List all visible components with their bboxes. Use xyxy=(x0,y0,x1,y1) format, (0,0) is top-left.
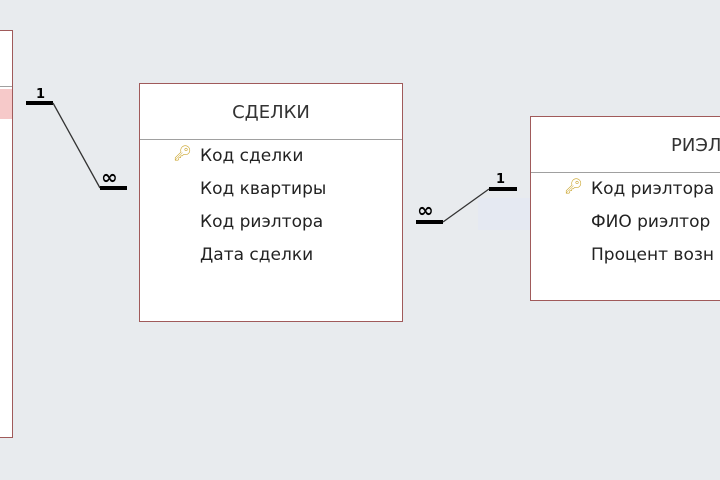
selected-row[interactable] xyxy=(0,89,12,119)
field-row[interactable]: Код квартиры xyxy=(200,179,327,199)
field-row[interactable]: Код сделки xyxy=(200,146,304,166)
primary-key-icon: 🔑︎ xyxy=(564,177,584,195)
primary-key-icon: 🔑︎ xyxy=(173,144,193,162)
table-title[interactable]: СДЕЛКИ xyxy=(140,84,402,140)
relation-line-1[interactable] xyxy=(26,101,127,190)
field-row[interactable]: Процент возн xyxy=(591,245,715,265)
field-row[interactable]: Код риэлтора xyxy=(591,179,715,199)
left-table[interactable] xyxy=(0,30,13,438)
field-row[interactable]: ФИО риэлтор xyxy=(591,212,711,232)
table-rieltory[interactable]: РИЭЛ 🔑︎ Код риэлтора ФИО риэлтор Процент… xyxy=(530,116,720,301)
table-title[interactable]: РИЭЛ xyxy=(531,117,720,173)
many-label: ∞ xyxy=(101,165,118,189)
table-sdelki[interactable]: СДЕЛКИ 🔑︎ Код сделки Код квартиры Код ри… xyxy=(139,83,403,322)
many-label: ∞ xyxy=(417,198,434,222)
one-label: 1 xyxy=(36,87,45,102)
relation-line-2[interactable] xyxy=(416,187,517,224)
one-label: 1 xyxy=(496,172,505,187)
field-row[interactable]: Код риэлтора xyxy=(200,212,324,232)
field-row[interactable]: Дата сделки xyxy=(200,245,314,265)
